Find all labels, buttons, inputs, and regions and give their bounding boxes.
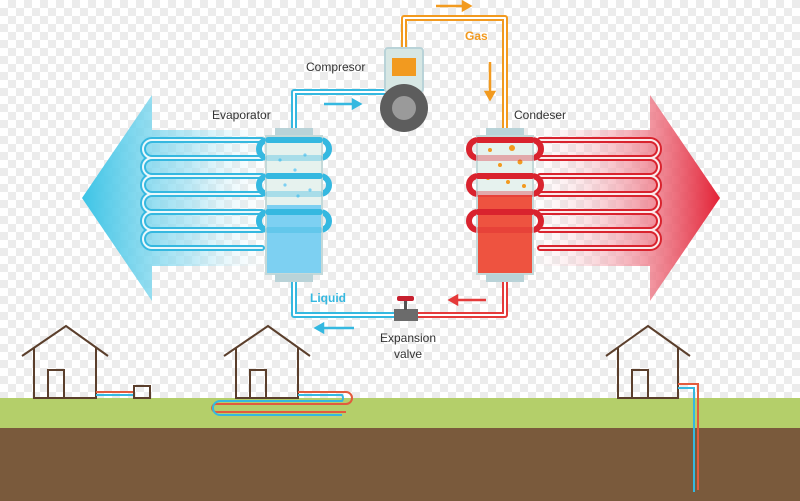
compressor <box>380 47 428 132</box>
flow-arrow-suction <box>324 97 363 111</box>
condenser-label: Condeser <box>514 108 566 122</box>
condenser-tank <box>476 128 534 282</box>
suction-pipe <box>291 89 391 131</box>
evaporator-tank <box>265 128 323 282</box>
house-right <box>605 324 691 399</box>
ground-soil <box>0 428 800 501</box>
compressor-label: Compresor <box>306 60 365 74</box>
condenser-inner-coil <box>466 137 544 233</box>
liquid-label: Liquid <box>310 291 346 305</box>
gas-label: Gas <box>465 29 488 43</box>
evaporator-label: Evaporator <box>212 108 271 122</box>
cold-air-arrow <box>82 95 262 301</box>
expansion-valve <box>394 296 418 321</box>
expansion-valve-label-line1: Expansion <box>380 331 436 345</box>
vertical-ground-loop <box>678 383 699 492</box>
evaporator-inner-coil <box>256 137 332 233</box>
flow-arrow-gas-down <box>483 62 497 102</box>
expansion-valve-label-line2: valve <box>394 347 422 361</box>
high-pressure-liquid-pipe <box>415 275 508 318</box>
flow-arrow-liquid <box>313 321 354 335</box>
flow-arrow-hot-return <box>447 293 486 307</box>
grass-strip <box>0 398 800 428</box>
outdoor-unit <box>96 385 151 399</box>
flow-arrow-gas-top <box>436 0 473 13</box>
horizontal-ground-loop <box>211 391 353 416</box>
hot-air-arrow <box>540 95 720 301</box>
house-left <box>21 324 109 399</box>
house-middle <box>223 324 311 399</box>
